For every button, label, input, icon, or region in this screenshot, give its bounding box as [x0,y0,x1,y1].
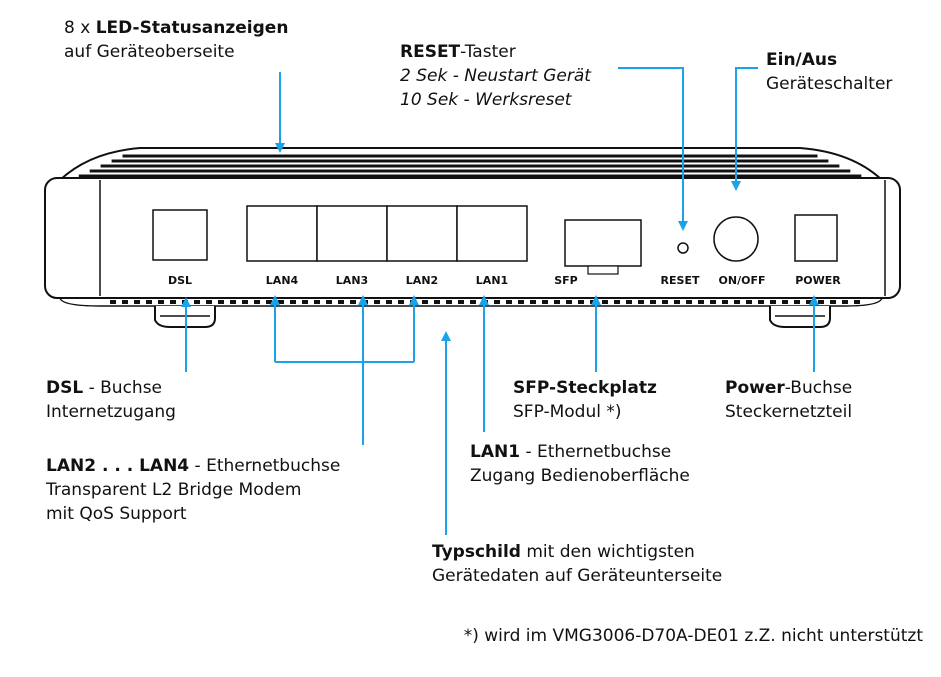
led-prefix: 8 x [64,18,96,38]
callout-dsl: DSL - Buchse Internetzugang [46,376,176,424]
dsl-title: DSL [46,378,84,398]
power-switch-desc: Geräteschalter [766,74,893,94]
port-label-lan2: LAN2 [406,274,438,287]
callout-led: 8 x LED-Statusanzeigen auf Geräteobersei… [64,16,288,64]
led-title: LED-Statusanzeigen [95,18,289,38]
reset-desc-1: 2 Sek - Neustart Gerät [400,66,591,86]
lan2-4-desc-1: Transparent L2 Bridge Modem [46,480,302,500]
dsl-suffix: - Buchse [83,378,163,398]
typschild-desc: Gerätedaten auf Geräteunterseite [432,566,723,586]
power-title: Power [725,378,785,398]
callout-typschild: Typschild mit den wichtigsten Gerätedate… [432,540,722,588]
callout-lan2-4: LAN2 . . . LAN4 - Ethernetbuchse Transpa… [46,454,340,526]
reset-title: RESET [400,42,461,62]
device-feet [154,306,831,328]
port-label-reset: RESET [661,274,700,287]
port-label-power: POWER [795,274,841,287]
lan1-port [456,205,528,262]
port-label-lan4: LAN4 [266,274,299,287]
lan2-4-suffix: - Ethernetbuchse [189,456,341,476]
lan2-port [386,205,458,262]
callout-reset: RESET-Taster 2 Sek - Neustart Gerät 10 S… [400,40,591,112]
port-label-lan1: LAN1 [476,274,508,287]
power-switch [713,216,759,262]
port-label-onoff: ON/OFF [719,274,766,287]
led-desc: auf Geräteoberseite [64,42,235,62]
lan3-port [316,205,388,262]
lan1-suffix: - Ethernetbuchse [520,442,672,462]
sfp-slot [564,219,642,275]
lan4-port [246,205,318,262]
typschild-suffix: mit den wichtigsten [520,542,695,562]
power-desc: Steckernetzteil [725,402,853,422]
dsl-port [152,209,208,261]
lan1-desc: Zugang Bedienoberfläche [470,466,690,486]
sfp-desc: SFP-Modul *) [513,402,622,422]
sfp-title: SFP-Steckplatz [513,378,657,398]
device-top-vents [57,147,885,181]
reset-button [677,242,689,254]
footnote: *) wird im VMG3006-D70A-DE01 z.Z. nicht … [463,626,923,646]
callout-sfp: SFP-Steckplatz SFP-Modul *) [513,376,657,424]
callout-power-switch: Ein/Aus Geräteschalter [766,48,892,96]
arrow-reset [618,67,688,231]
reset-desc-2: 10 Sek - Werksreset [400,90,572,110]
port-label-dsl: DSL [168,274,192,287]
dsl-desc: Internetzugang [46,402,176,422]
callout-power: Power-Buchse Steckernetzteil [725,376,852,424]
port-label-lan3: LAN3 [336,274,368,287]
port-label-sfp: SFP [554,274,578,287]
lan2-4-title: LAN2 . . . LAN4 [46,456,190,476]
power-suffix: -Buchse [784,378,853,398]
typschild-title: Typschild [432,542,521,562]
lan2-4-desc-2: mit QoS Support [46,504,187,524]
power-jack [794,214,838,262]
power-switch-title: Ein/Aus [766,50,838,70]
callout-lan1: LAN1 - Ethernetbuchse Zugang Bedienoberf… [470,440,690,488]
arrow-power-switch [731,67,758,191]
lan1-title: LAN1 [470,442,521,462]
reset-suffix: -Taster [460,42,516,62]
